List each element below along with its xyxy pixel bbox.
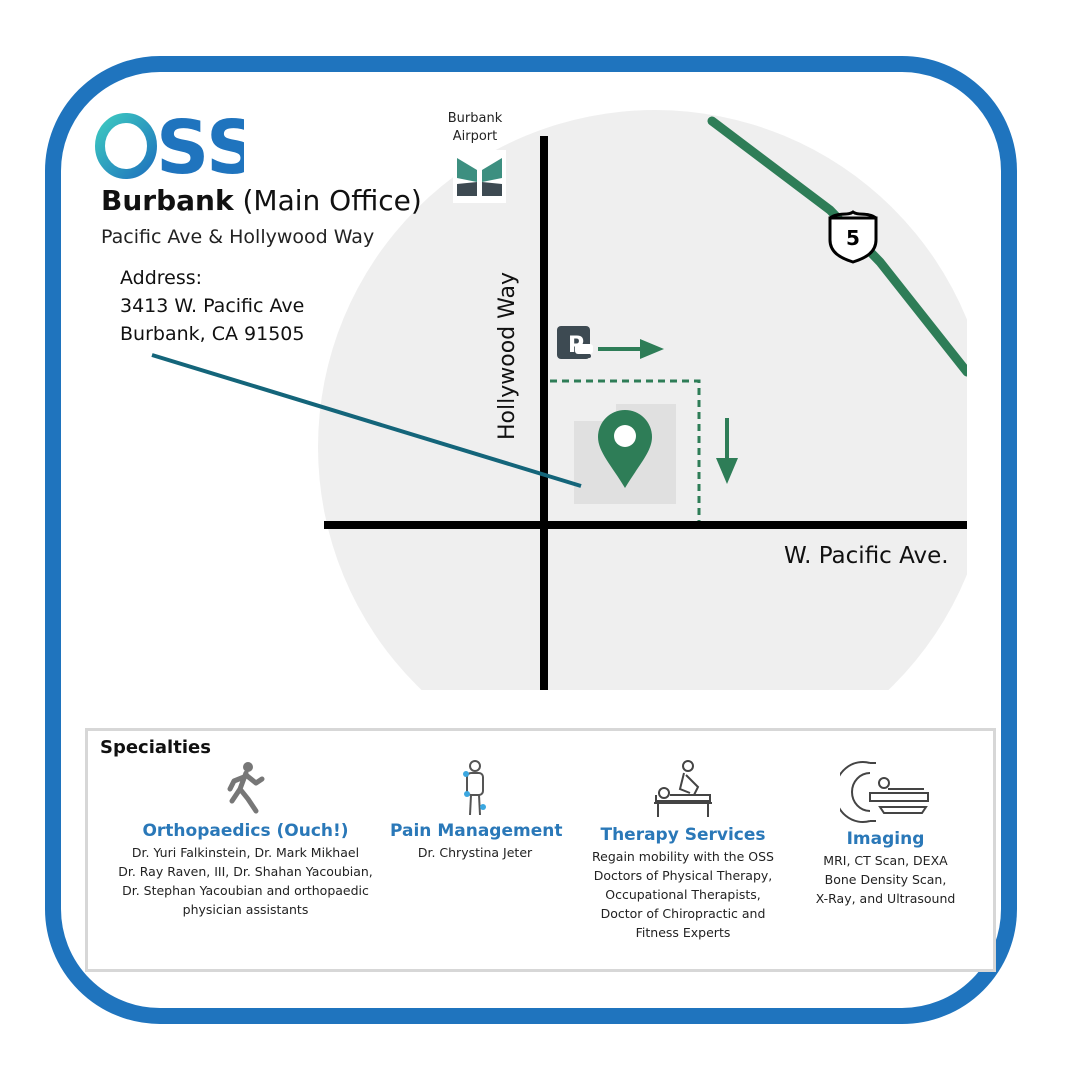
cross-streets: Pacific Ave & Hollywood Way	[101, 226, 375, 248]
arrow-right-icon	[598, 339, 664, 359]
massage-therapy-icon	[654, 760, 712, 817]
office-city: Burbank	[101, 184, 234, 217]
airport-label: Burbank Airport	[447, 111, 503, 144]
office-title: Burbank (Main Office)	[101, 184, 422, 217]
oss-logo: SS	[95, 110, 244, 182]
specialty-name: Therapy Services	[600, 825, 766, 845]
address-pointer-line	[151, 353, 582, 488]
office-label: (Main Office)	[242, 184, 422, 217]
address-block: Address: 3413 W. Pacific Ave Burbank, CA…	[120, 264, 304, 348]
specialty-orthopaedics: Orthopaedics (Ouch!) Dr. Yuri Falkinstei…	[103, 759, 388, 919]
specialty-description: Dr. Chrystina Jeter	[417, 845, 533, 860]
parking-route-dashed	[550, 379, 701, 521]
hollywood-way-label: Hollywood Way	[495, 272, 520, 440]
address-line-2: Burbank, CA 91505	[120, 323, 305, 345]
address-line-1: 3413 W. Pacific Ave	[120, 295, 305, 317]
specialty-name: Pain Management	[390, 821, 563, 841]
specialty-imaging: Imaging MRI, CT Scan, DEXA Bone Density …	[798, 759, 973, 908]
specialty-therapy-services: Therapy Services Regain mobility with th…	[578, 759, 788, 942]
parking-icon: P	[557, 326, 593, 359]
specialty-pain-management: Pain Management Dr. Chrystina Jeter	[390, 759, 563, 862]
logo-text-ss: SS	[156, 110, 244, 182]
specialties-heading: Specialties	[100, 737, 211, 758]
specialty-description: Dr. Yuri Falkinstein, Dr. Mark Mikhael D…	[118, 845, 373, 917]
map-pin-icon	[598, 410, 652, 488]
airport-logo-icon	[453, 150, 506, 203]
address-label: Address:	[120, 267, 203, 289]
mri-scanner-icon	[839, 761, 929, 823]
highway-shield-number: 5	[846, 226, 860, 250]
body-pain-icon	[463, 760, 486, 816]
pacific-ave-label: W. Pacific Ave.	[784, 543, 949, 569]
arrow-down-icon	[716, 418, 738, 484]
specialty-name: Imaging	[846, 829, 925, 849]
specialty-description: Regain mobility with the OSS Doctors of …	[592, 849, 774, 940]
specialties-panel: Specialties Orthopaedics (Ouch!) Dr. Yur…	[85, 728, 996, 972]
map-background-circle	[318, 110, 967, 690]
highway-shield-icon	[828, 210, 878, 264]
specialty-name: Orthopaedics (Ouch!)	[142, 821, 349, 841]
specialty-description: MRI, CT Scan, DEXA Bone Density Scan, X-…	[815, 853, 956, 906]
runner-icon	[227, 762, 264, 814]
